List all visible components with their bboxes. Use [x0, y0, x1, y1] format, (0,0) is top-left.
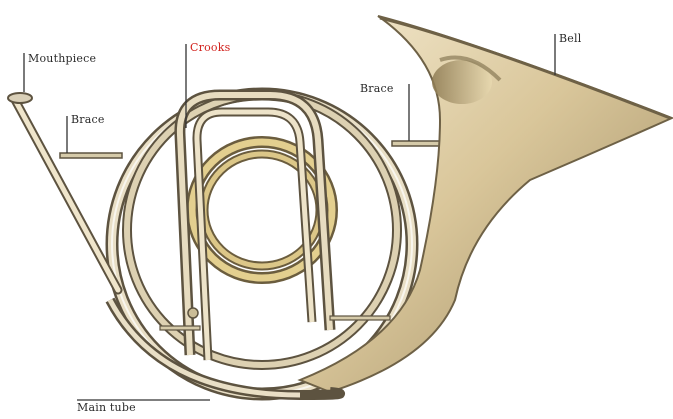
crook-slide [180, 95, 330, 360]
right-brace [392, 141, 446, 146]
mouthpiece-label: Mouthpiece [28, 52, 96, 65]
brace-left-label: Brace [71, 113, 105, 126]
crooks-label: Crooks [190, 41, 230, 54]
left-brace [60, 153, 122, 158]
bell-label: Bell [559, 32, 581, 45]
main-tube-label: Main tube [77, 401, 136, 414]
bell [300, 16, 672, 392]
brace-right-label: Brace [360, 82, 394, 95]
